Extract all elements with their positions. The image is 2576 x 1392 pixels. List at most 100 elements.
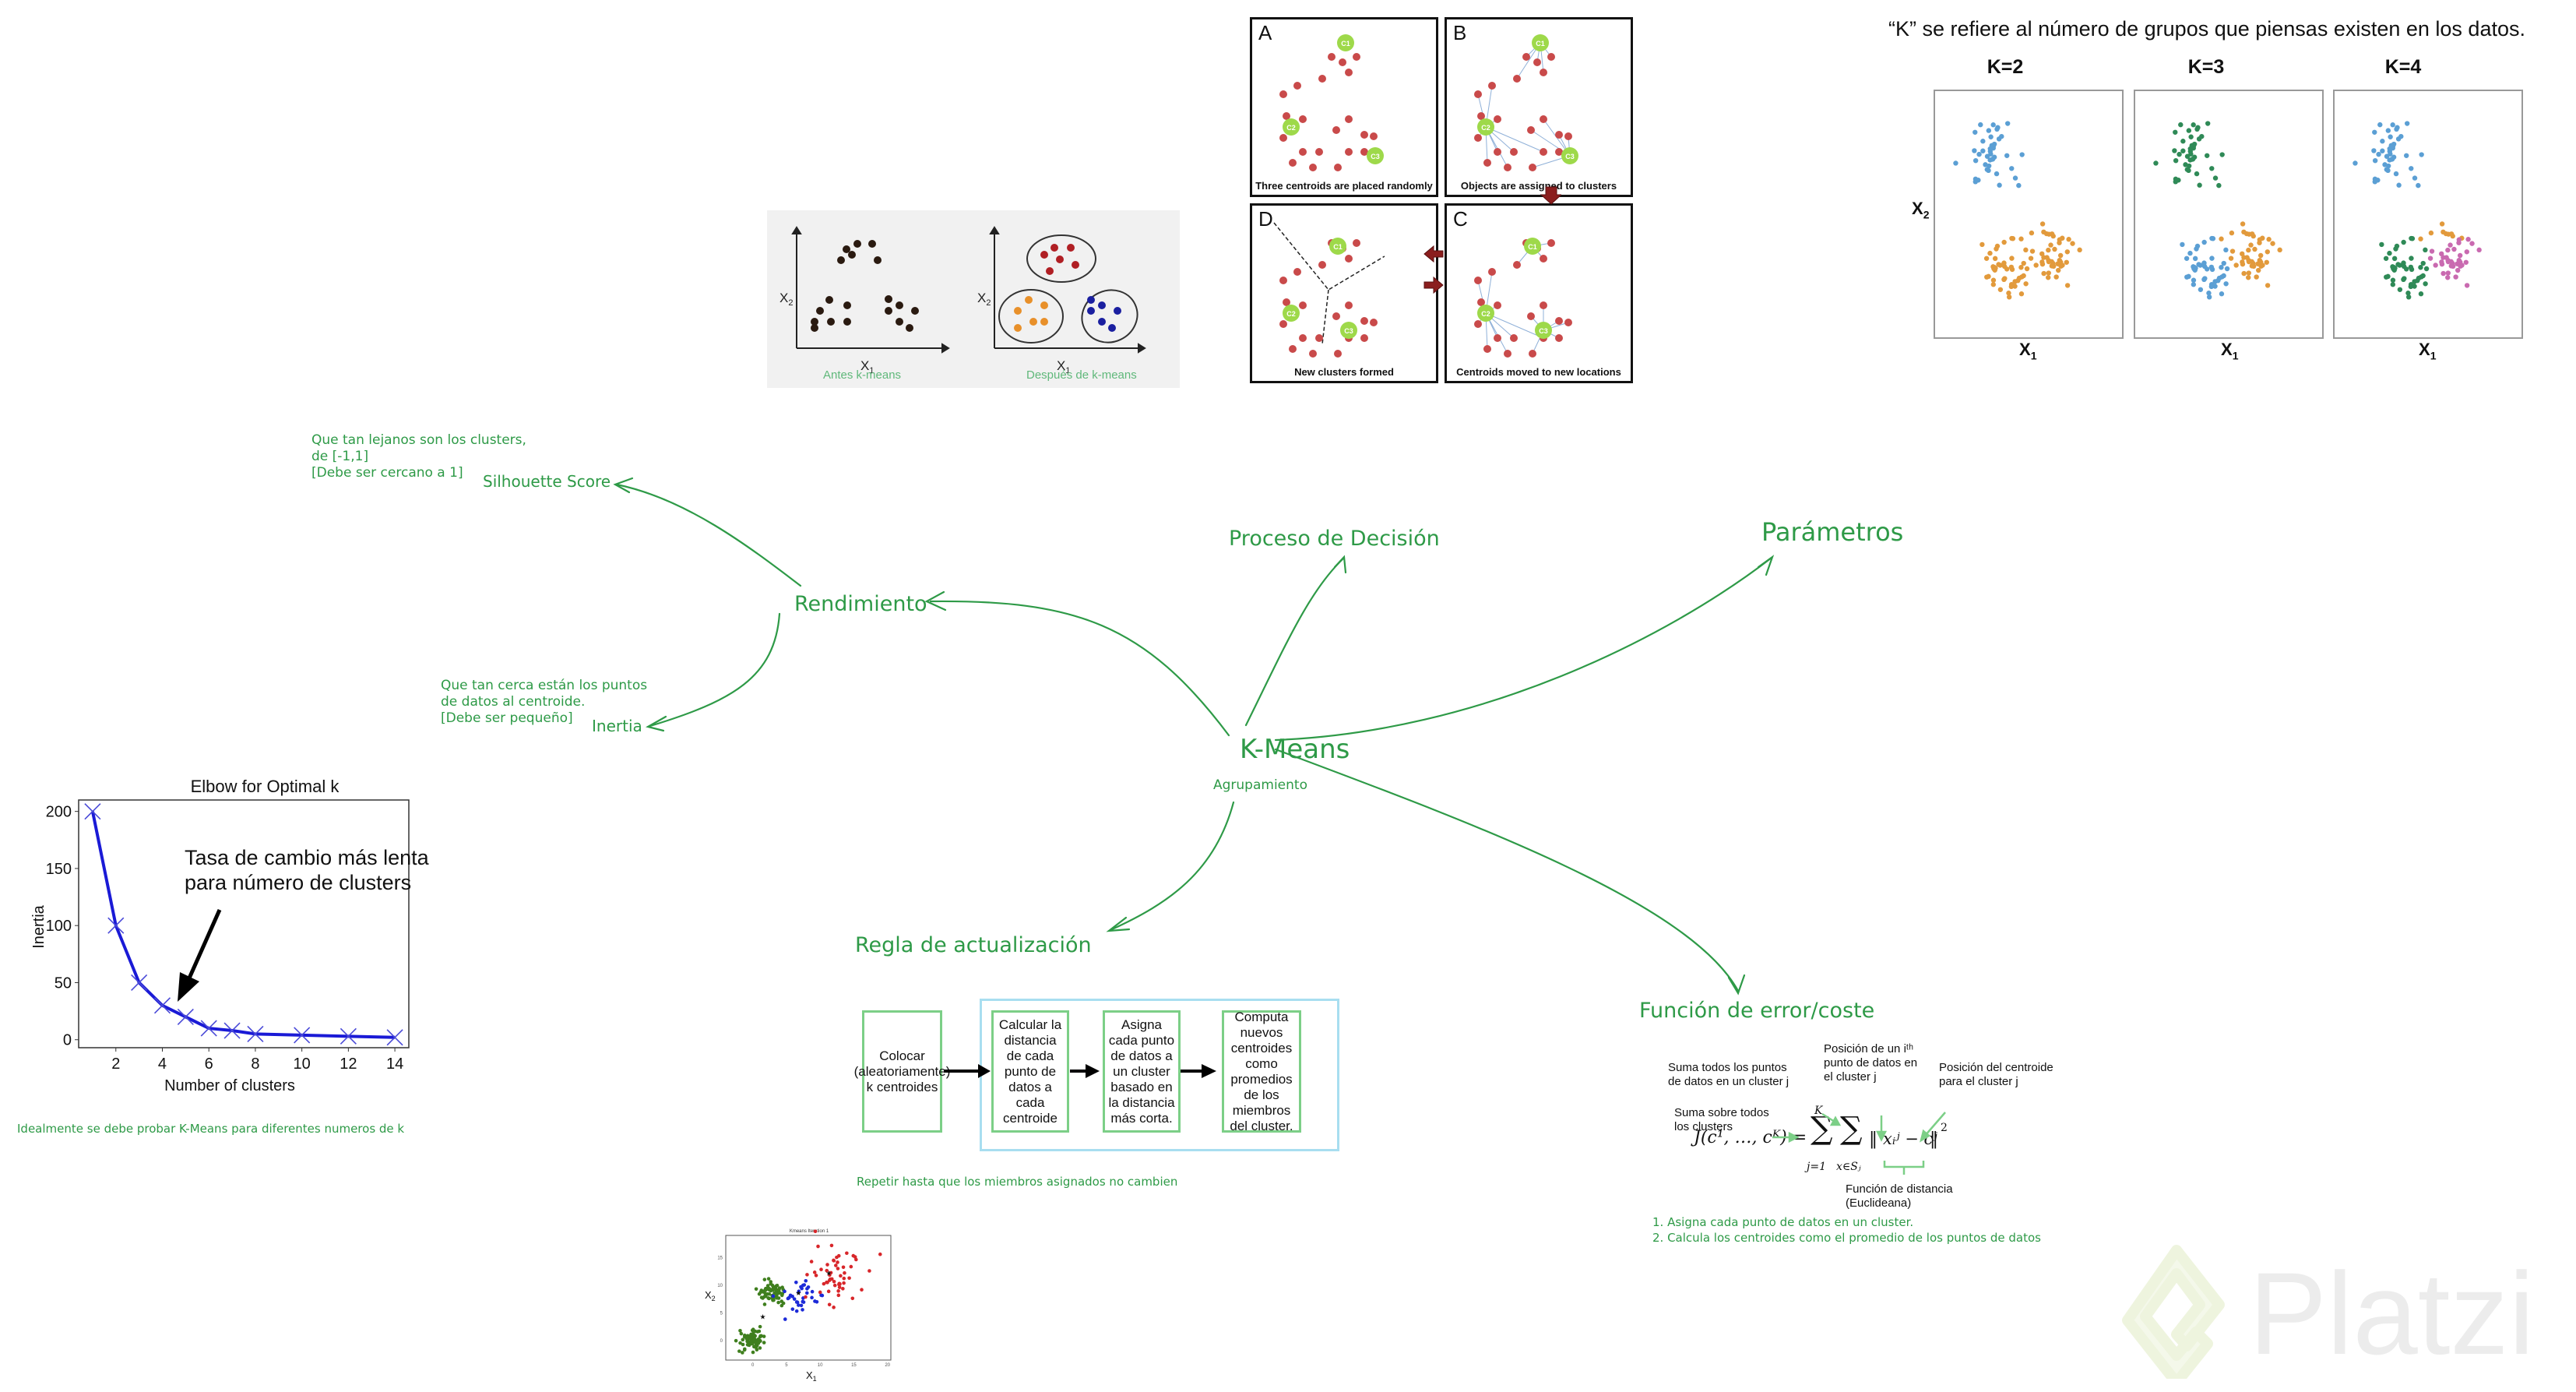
centroid-c3: C3 xyxy=(1340,322,1357,339)
sum2-lower: x∈Sⱼ xyxy=(1836,1161,1861,1173)
cluster-ellipse-red xyxy=(1026,234,1096,283)
node-funcion-error[interactable]: Función de error/coste xyxy=(1639,999,1875,1023)
data-point xyxy=(2191,143,2197,149)
data-point xyxy=(2445,258,2451,263)
data-point-red xyxy=(1067,244,1075,252)
data-point xyxy=(2395,262,2401,267)
data-point xyxy=(2385,128,2391,133)
data-point xyxy=(2427,255,2433,261)
data-point-red xyxy=(814,1274,818,1277)
data-point-red xyxy=(837,1285,842,1289)
data-point xyxy=(1510,334,1518,342)
data-point xyxy=(1345,69,1353,76)
data-point xyxy=(2057,240,2062,245)
data-point xyxy=(2429,248,2435,254)
data-point xyxy=(1360,334,1368,342)
data-point xyxy=(1987,157,1993,163)
data-point xyxy=(2418,236,2423,241)
centroid-c2: C2 xyxy=(1283,118,1300,136)
panel-caption: Objects are assigned to clusters xyxy=(1460,180,1617,192)
data-point xyxy=(2246,275,2251,280)
node-rendimiento[interactable]: Rendimiento xyxy=(794,592,927,616)
data-point xyxy=(2240,251,2245,257)
k-x-label: X1 xyxy=(2419,340,2437,362)
data-point xyxy=(2387,250,2392,256)
data-point xyxy=(2395,125,2400,130)
note-silhouette: Que tan lejanos son los clusters, de [-1… xyxy=(311,432,526,481)
centroid-c1: C1 xyxy=(1532,34,1549,51)
data-point-marker xyxy=(131,974,148,992)
data-point-green xyxy=(741,1342,745,1347)
data-point xyxy=(2180,148,2186,153)
data-point xyxy=(2219,291,2225,297)
data-point xyxy=(2177,151,2182,157)
node-proceso-decision[interactable]: Proceso de Decisión xyxy=(1229,527,1440,551)
node-inertia[interactable]: Inertia xyxy=(592,717,642,735)
data-point xyxy=(1477,112,1485,120)
data-point-green xyxy=(776,1291,781,1295)
data-point-red xyxy=(853,1255,857,1259)
svg-text:C3: C3 xyxy=(1344,327,1353,335)
data-point-green xyxy=(772,1291,776,1295)
data-point xyxy=(2173,176,2179,182)
data-point xyxy=(1299,334,1307,342)
data-point xyxy=(1370,319,1378,326)
data-point-blue xyxy=(801,1300,806,1304)
center-node-kmeans[interactable]: K-Means xyxy=(1240,734,1350,765)
data-point xyxy=(2457,252,2463,259)
data-point xyxy=(2459,263,2465,268)
x-tick-label: 12 xyxy=(340,1055,357,1073)
data-point xyxy=(2464,249,2469,255)
data-point xyxy=(885,295,892,303)
centroid-star-icon: ★ xyxy=(760,1313,766,1321)
data-point xyxy=(1494,115,1501,123)
x-tick-label: 20 xyxy=(885,1363,890,1368)
data-point xyxy=(2180,241,2185,248)
data-point xyxy=(2202,276,2208,281)
note-elbow-tip: Idealmente se debe probar K-Means para d… xyxy=(17,1122,405,1136)
data-point xyxy=(1533,58,1541,66)
data-point-red xyxy=(1050,244,1058,252)
data-point xyxy=(1309,164,1317,171)
data-point xyxy=(2046,275,2051,280)
data-point xyxy=(848,251,856,259)
arrow-to-inertia xyxy=(649,612,781,728)
data-point-red xyxy=(825,1280,829,1285)
label-position-point: Posición de un iᵗʰ punto de datos en el … xyxy=(1824,1042,1918,1084)
arrowhead-regla xyxy=(1106,916,1131,932)
k-examples-heading: “K” se refiere al número de grupos que p… xyxy=(1888,17,2525,41)
data-point xyxy=(2476,247,2482,253)
svg-text:C1: C1 xyxy=(1536,40,1545,48)
data-point xyxy=(2008,281,2015,287)
data-point-red xyxy=(809,1260,814,1263)
data-point xyxy=(2016,182,2022,189)
y-tick-label: 15 xyxy=(717,1256,723,1260)
data-point-green xyxy=(751,1350,755,1355)
node-parametros[interactable]: Parámetros xyxy=(1761,517,1904,547)
data-point xyxy=(2012,175,2018,181)
norm-open: ‖ xyxy=(1869,1129,1877,1149)
data-point-red xyxy=(841,1287,845,1291)
data-point xyxy=(868,240,876,248)
data-point xyxy=(2398,133,2404,139)
data-point-blue xyxy=(797,1290,801,1295)
svg-text:C1: C1 xyxy=(1341,40,1350,48)
data-point xyxy=(2029,230,2035,236)
svg-text:C2: C2 xyxy=(1286,124,1296,132)
node-silhouette-score[interactable]: Silhouette Score xyxy=(483,472,611,491)
arrow-to-parametros xyxy=(1274,556,1773,742)
data-point xyxy=(2265,283,2271,288)
data-point xyxy=(2469,241,2475,246)
data-point xyxy=(843,301,851,309)
data-point xyxy=(2445,247,2451,253)
data-point xyxy=(1334,164,1342,171)
data-point xyxy=(1332,312,1340,320)
data-point xyxy=(2191,282,2197,287)
node-regla-actualizacion[interactable]: Regla de actualización xyxy=(855,933,1092,957)
norm-close: ‖ xyxy=(1930,1129,1938,1149)
x-tick-label: 2 xyxy=(111,1055,120,1073)
data-point xyxy=(1972,129,1978,135)
data-point xyxy=(2199,133,2205,139)
